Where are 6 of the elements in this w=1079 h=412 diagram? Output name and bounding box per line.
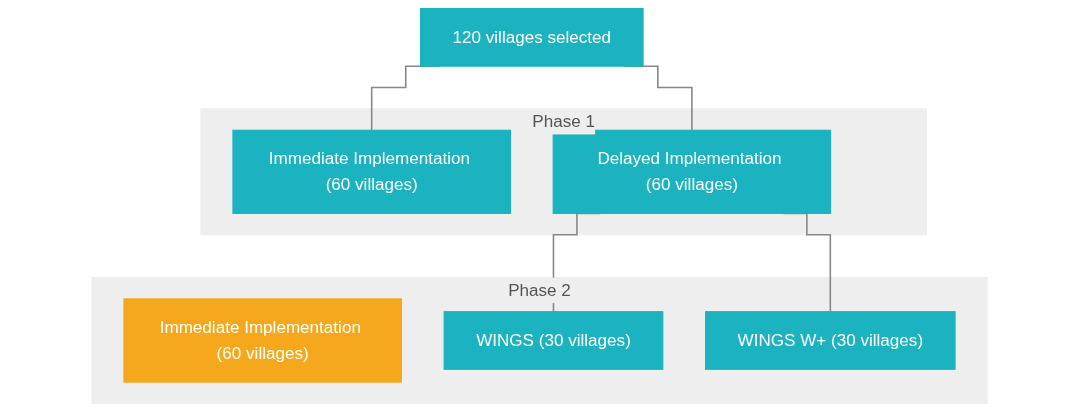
node-box: Delayed Implementation (60 villages) [552,129,832,214]
node-box: Immediate Implementation (60 villages) [232,129,511,214]
node-box: WINGS W+ (30 villages) [705,311,956,370]
node-box: Immediate Implementation (60 villages) [123,298,402,383]
node-box: WINGS (30 villages) [443,311,664,370]
node-box: 120 villages selected [419,8,644,67]
